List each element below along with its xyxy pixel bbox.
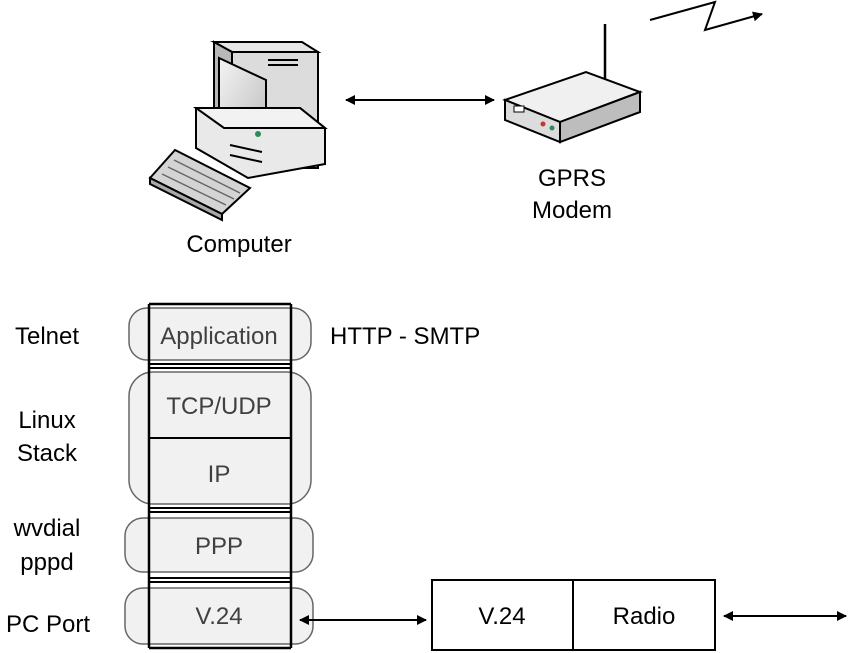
modem-label-line1: GPRS (538, 165, 606, 192)
modem-layer-radio: Radio (613, 603, 676, 630)
group-label-wvdial-line2: pppd (20, 549, 73, 576)
computer-icon (148, 40, 328, 222)
layer-tcp-udp: TCP/UDP (166, 393, 271, 420)
group-box-wvdial (124, 517, 314, 573)
group-label-wvdial-line1: wvdial (13, 515, 81, 542)
layer-ip: IP (208, 461, 231, 488)
group-label-telnet: Telnet (15, 323, 79, 350)
group-label-linux-line2: Stack (17, 440, 78, 467)
modem-layer-v24: V.24 (478, 603, 525, 630)
group-label-linux-line1: Linux (18, 407, 75, 434)
group-label-pc-port: PC Port (6, 611, 90, 638)
protocol-stack-column (147, 302, 293, 650)
modem-stack-box (431, 579, 716, 651)
layer-application: Application (160, 323, 277, 350)
layer-v24: V.24 (195, 603, 242, 630)
computer-label: Computer (186, 231, 291, 258)
protocols-note: HTTP - SMTP (330, 323, 480, 350)
modem-icon (502, 24, 643, 144)
modem-label-line2: Modem (532, 197, 612, 224)
layer-ppp: PPP (195, 533, 243, 560)
wireless-signal-icon (649, 0, 763, 32)
group-box-telnet (128, 307, 312, 361)
